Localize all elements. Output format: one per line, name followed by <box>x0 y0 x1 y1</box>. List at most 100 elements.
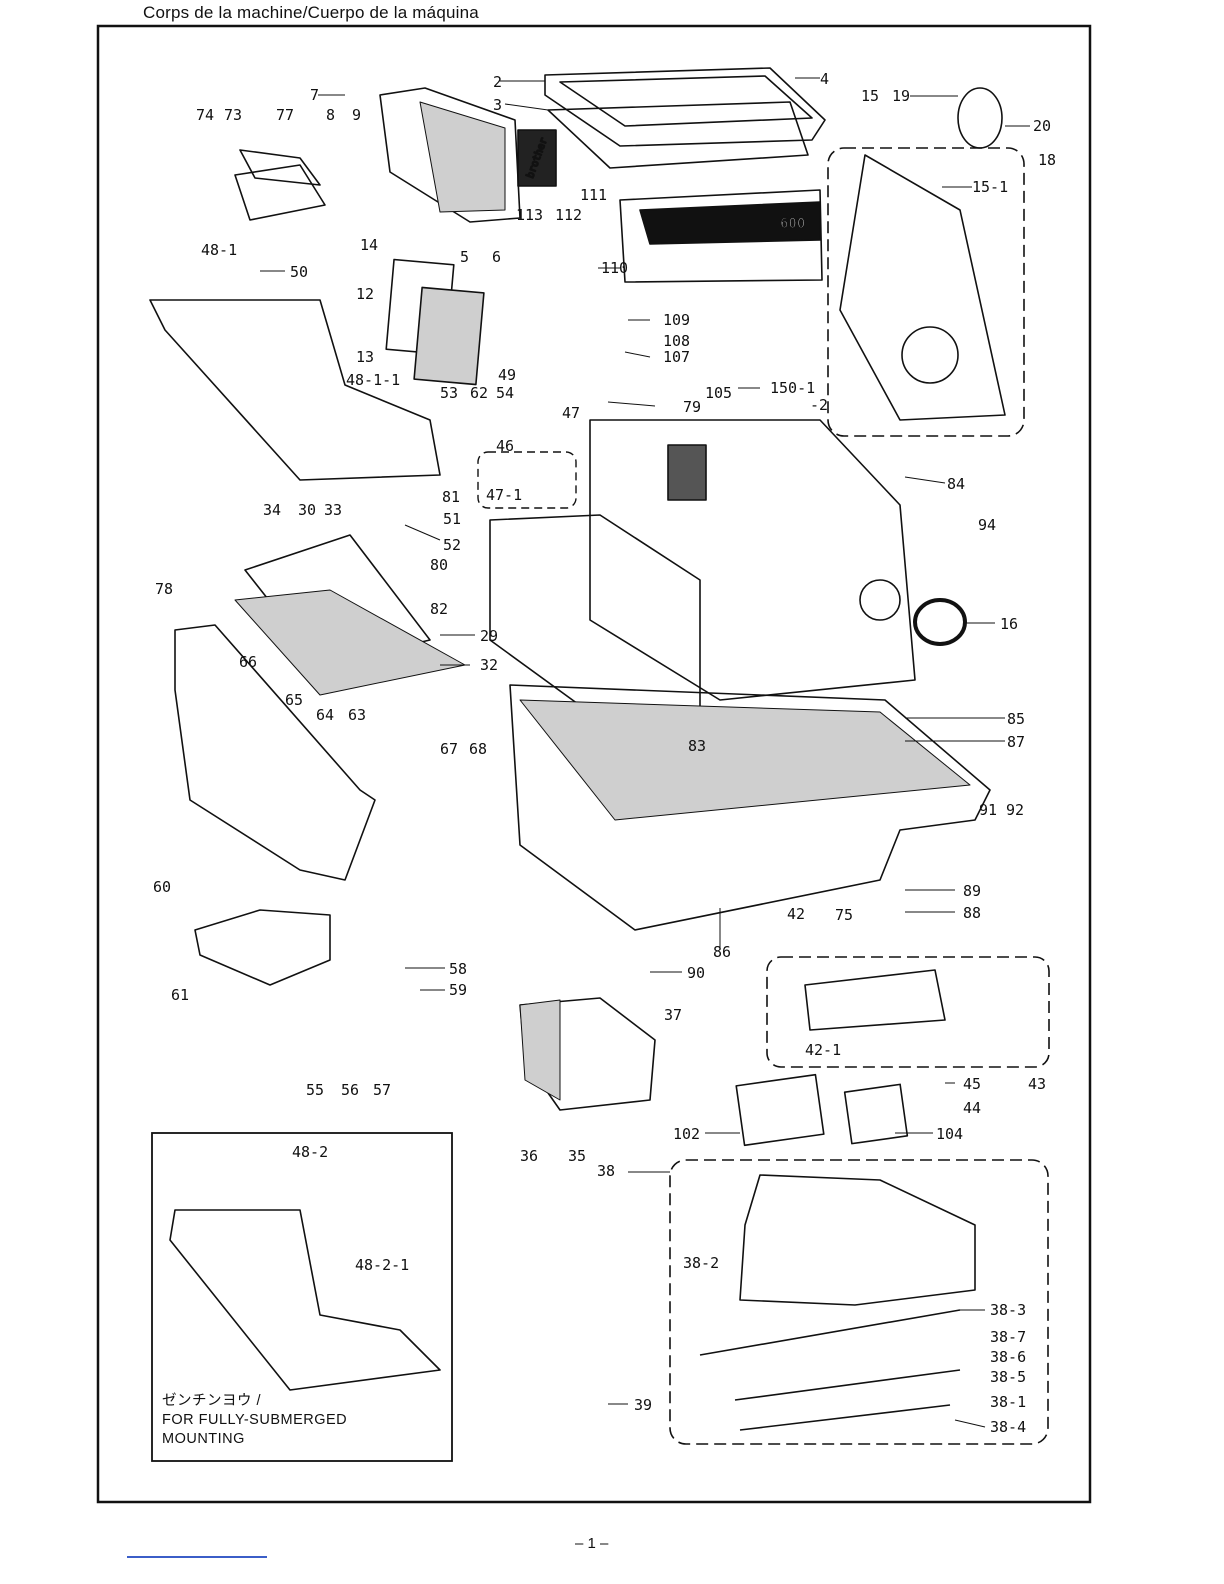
callout: 67 <box>440 740 458 758</box>
callout: 32 <box>480 656 498 674</box>
callout: 112 <box>555 206 582 224</box>
side-cover-part <box>839 154 1006 421</box>
callout: 48-1-1 <box>346 371 400 389</box>
inset-callout: 48-2 <box>292 1143 328 1161</box>
callout: 45 <box>963 1075 981 1093</box>
callout: 35 <box>568 1147 586 1165</box>
group-frame-47 <box>477 451 577 509</box>
callout: 63 <box>348 706 366 724</box>
callout: 108 <box>663 332 690 350</box>
presser-lever-part <box>234 149 326 221</box>
callout: 37 <box>664 1006 682 1024</box>
bracket-42 <box>804 969 946 1031</box>
front-plate-600: 600 <box>619 189 823 283</box>
callout: 104 <box>936 1125 963 1143</box>
callout: 3 <box>493 96 502 114</box>
callout: 7 <box>310 86 319 104</box>
callout: 4 <box>820 70 829 88</box>
callout: 78 <box>155 580 173 598</box>
callout: 48-1 <box>201 241 237 259</box>
callout: 33 <box>324 501 342 519</box>
callout: 12 <box>356 285 374 303</box>
face-plate-part <box>379 87 521 223</box>
callout: 86 <box>713 943 731 961</box>
callout: 38-2 <box>683 1254 719 1272</box>
callout: 55 <box>306 1081 324 1099</box>
inset-note-line2: FOR FULLY-SUBMERGED <box>162 1412 348 1428</box>
callout: 102 <box>673 1125 700 1143</box>
group-frame-15 <box>827 147 1025 437</box>
callout: 36 <box>520 1147 538 1165</box>
page-title: Corps de la machine/Cuerpo de la máquina <box>143 3 479 22</box>
callout: 150-1 <box>770 379 815 397</box>
callout: 52 <box>443 536 461 554</box>
callout: 64 <box>316 706 334 724</box>
callout: 54 <box>496 384 514 402</box>
callout: 110 <box>601 259 628 277</box>
callout: 105 <box>705 384 732 402</box>
callout: 60 <box>153 878 171 896</box>
callout: 13 <box>356 348 374 366</box>
callout: 111 <box>580 186 607 204</box>
svg-text:600: 600 <box>780 216 805 232</box>
callout: 92 <box>1006 801 1024 819</box>
brand-plate: brother <box>517 129 557 187</box>
label-104 <box>843 1083 909 1145</box>
top-cover-part <box>544 67 826 169</box>
page-frame <box>96 24 1092 1504</box>
callout: 38-1 <box>990 1393 1026 1411</box>
callout: 38-6 <box>990 1348 1026 1366</box>
callout: 43 <box>1028 1075 1046 1093</box>
callout: 14 <box>360 236 378 254</box>
oil-reservoir <box>174 624 376 881</box>
callout: 59 <box>449 981 467 999</box>
callout: 49 <box>498 366 516 384</box>
inset-note-japanese: ゼンチンヨウ / <box>162 1393 262 1409</box>
callout: 85 <box>1007 710 1025 728</box>
bracket-part <box>194 909 331 986</box>
callout: 5 <box>460 248 469 266</box>
callout: 79 <box>683 398 701 416</box>
callout: 80 <box>430 556 448 574</box>
callout: 61 <box>171 986 189 1004</box>
callout: 38-5 <box>990 1368 1026 1386</box>
callout: 19 <box>892 87 910 105</box>
callout: 34 <box>263 501 281 519</box>
callout: 107 <box>663 348 690 366</box>
inset-note: ゼンチンヨウ / FOR FULLY-SUBMERGED MOUNTING <box>162 1392 347 1449</box>
callout: 83 <box>688 737 706 755</box>
callout: 18 <box>1038 151 1056 169</box>
gasket-part <box>385 258 485 386</box>
callout: 56 <box>341 1081 359 1099</box>
callout: 91 <box>979 801 997 819</box>
callout: 38-4 <box>990 1418 1026 1436</box>
callout: 30 <box>298 501 316 519</box>
callout: 6 <box>492 248 501 266</box>
group-frame-38 <box>669 1159 1049 1445</box>
callout: 62 <box>470 384 488 402</box>
callout: 46 <box>496 437 514 455</box>
oil-seal <box>913 598 967 646</box>
callout: 38-3 <box>990 1301 1026 1319</box>
callout: 51 <box>443 510 461 528</box>
group-frame-42 <box>766 956 1050 1068</box>
callout: 9 <box>352 106 361 124</box>
callout-labels: 2 3 4 7 8 9 74 73 77 5 6 15 19 20 15-1 1… <box>153 70 1056 1436</box>
callout: 57 <box>373 1081 391 1099</box>
callout: 66 <box>239 653 257 671</box>
callout: 75 <box>835 906 853 924</box>
callout: 68 <box>469 740 487 758</box>
callout: 15 <box>861 87 879 105</box>
callout: 39 <box>634 1396 652 1414</box>
cover-35 <box>519 997 656 1111</box>
callout: 88 <box>963 904 981 922</box>
callout: 15-1 <box>972 178 1008 196</box>
callout: 113 <box>516 206 543 224</box>
label-102 <box>735 1073 825 1147</box>
callout: 50 <box>290 263 308 281</box>
callout: -2 <box>810 396 828 414</box>
cover-48-1 <box>149 299 441 481</box>
callout: 53 <box>440 384 458 402</box>
callout: 47 <box>562 404 580 422</box>
